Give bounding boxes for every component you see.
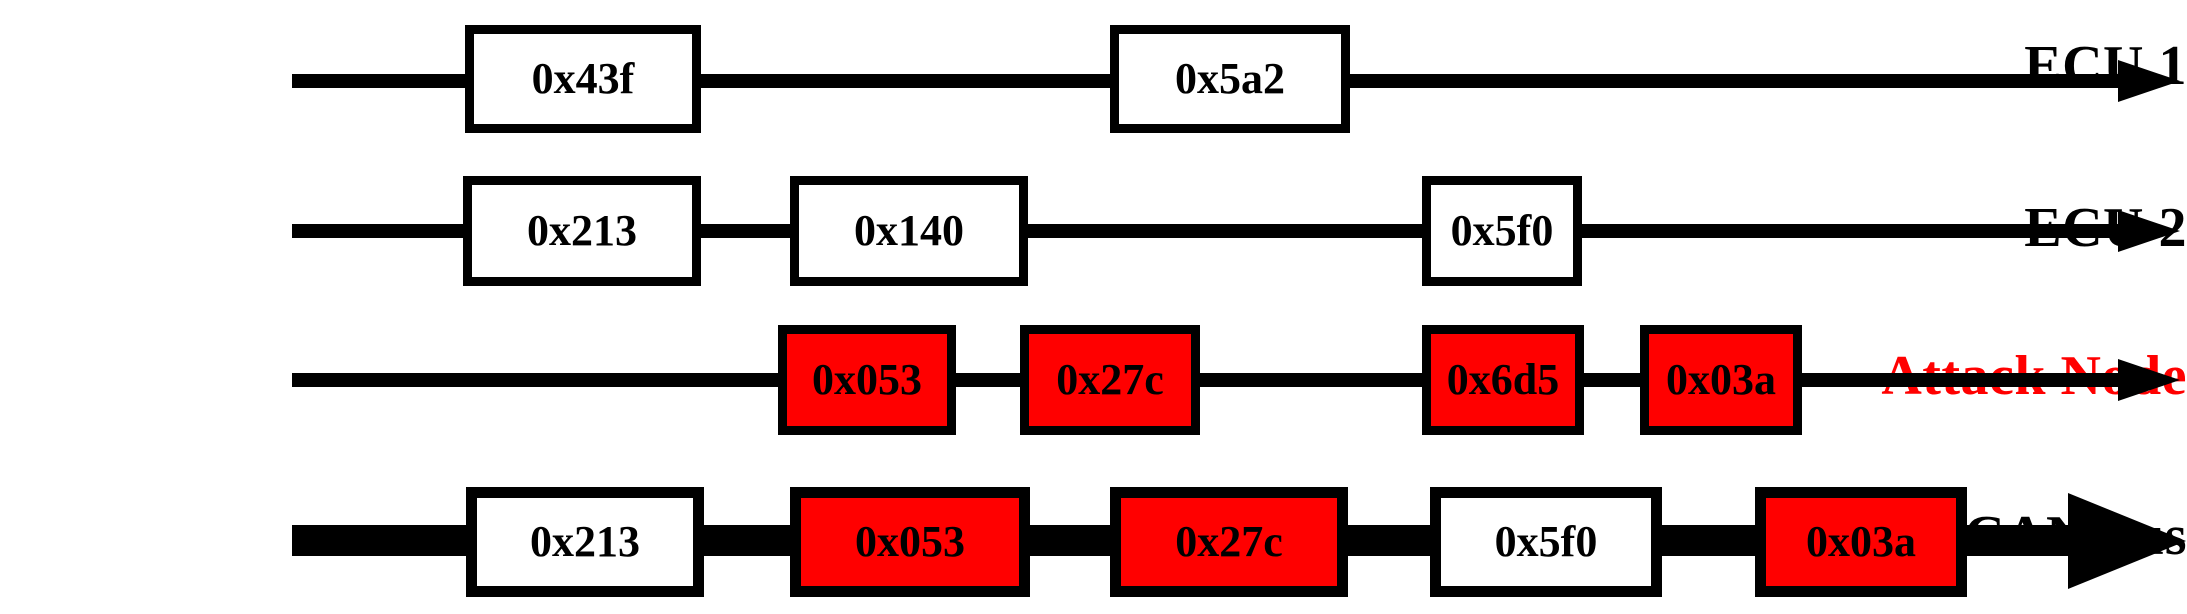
message-box[interactable]: 0x213 (466, 487, 704, 597)
timeline-arrowhead-can-bus (2068, 493, 2186, 589)
message-box[interactable]: 0x053 (790, 487, 1030, 597)
message-box[interactable]: 0x27c (1020, 325, 1200, 435)
timeline-arrowhead-ecu-2 (2118, 210, 2180, 252)
message-box[interactable]: 0x43f (465, 25, 701, 133)
message-box[interactable]: 0x5a2 (1110, 25, 1350, 133)
message-box[interactable]: 0x053 (778, 325, 956, 435)
message-box[interactable]: 0x5f0 (1422, 176, 1582, 286)
message-box[interactable]: 0x140 (790, 176, 1028, 286)
message-box[interactable]: 0x03a (1640, 325, 1802, 435)
timeline-arrowhead-attack-node (2118, 359, 2180, 401)
timeline-wire-ecu-2 (292, 224, 2122, 238)
message-box[interactable]: 0x5f0 (1430, 487, 1662, 597)
message-box[interactable]: 0x03a (1755, 487, 1967, 597)
message-box[interactable]: 0x6d5 (1422, 325, 1584, 435)
timeline-arrowhead-ecu-1 (2118, 60, 2180, 102)
message-box[interactable]: 0x27c (1110, 487, 1348, 597)
timeline-wire-attack-node (292, 373, 2122, 387)
message-box[interactable]: 0x213 (463, 176, 701, 286)
